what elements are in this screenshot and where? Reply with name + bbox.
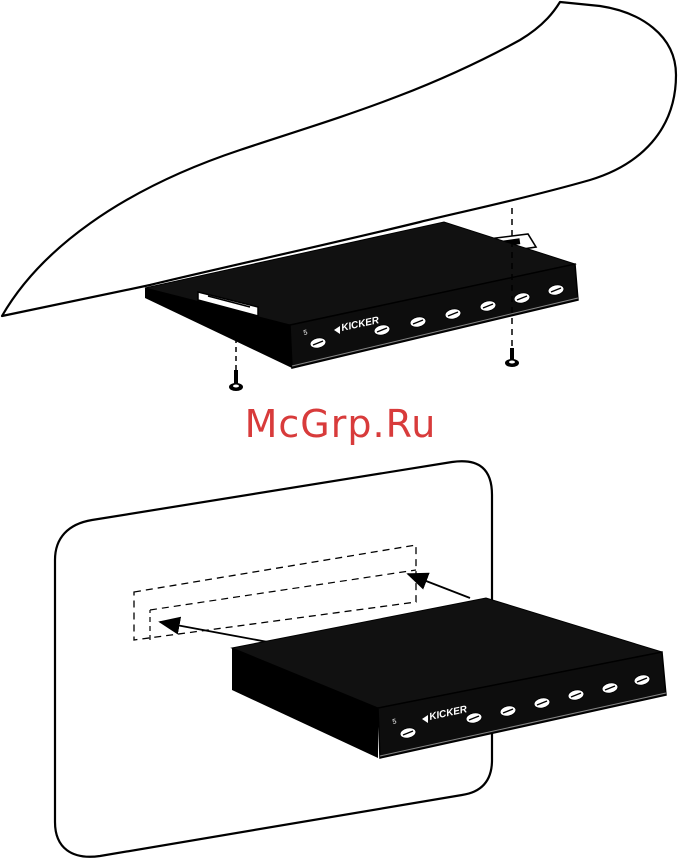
watermark-text: McGrp.Ru (0, 402, 681, 446)
screw-icon (229, 370, 243, 391)
screw-icon (505, 348, 519, 367)
